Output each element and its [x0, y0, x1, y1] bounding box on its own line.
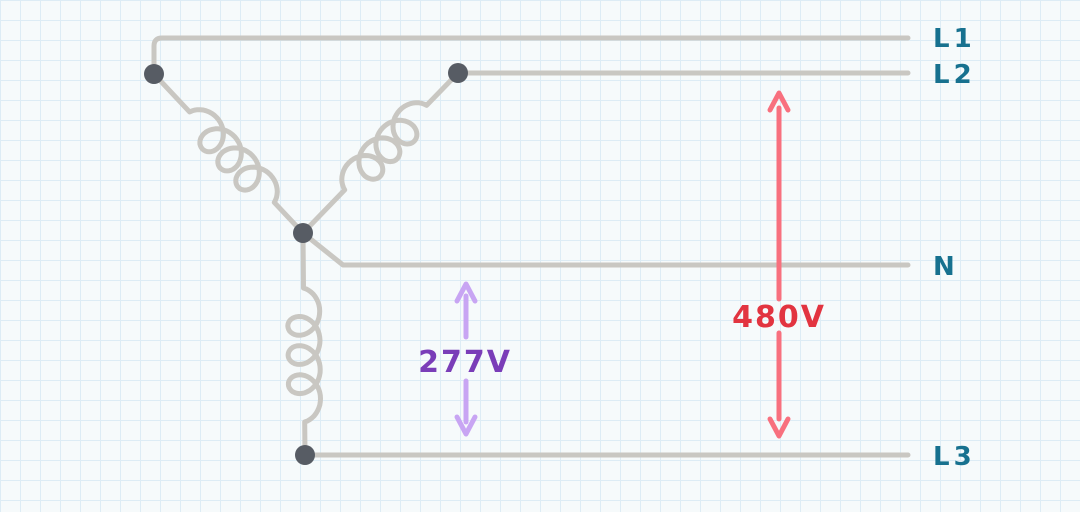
- l1-terminal-node: [144, 64, 164, 84]
- l1-label: L1: [933, 24, 976, 54]
- l2-label: L2: [933, 60, 976, 90]
- arrow-down-head-icon: [767, 416, 791, 439]
- phase-1-winding-coil: [151, 71, 306, 236]
- arrow-up-head-icon: [767, 90, 791, 113]
- l2-terminal-node: [448, 63, 468, 83]
- phase-3-winding-coil: [285, 230, 323, 458]
- l3-label: L3: [933, 442, 976, 472]
- arrow-up-head-icon: [454, 281, 478, 304]
- arrow-down-head-icon: [454, 414, 478, 437]
- phase-to-neutral-arrow: [454, 281, 478, 437]
- neutral-star-node: [293, 223, 313, 243]
- phase-2-winding-coil: [300, 70, 461, 236]
- phase-to-phase-arrow: [767, 90, 791, 439]
- phase-to-neutral-voltage-value: 277V: [418, 345, 512, 380]
- neutral-line: [300, 230, 911, 268]
- l1-line: [151, 35, 911, 77]
- phase-to-phase-voltage-value: 480V: [732, 300, 826, 335]
- neutral-label: N: [933, 252, 959, 282]
- l3-terminal-node: [295, 445, 315, 465]
